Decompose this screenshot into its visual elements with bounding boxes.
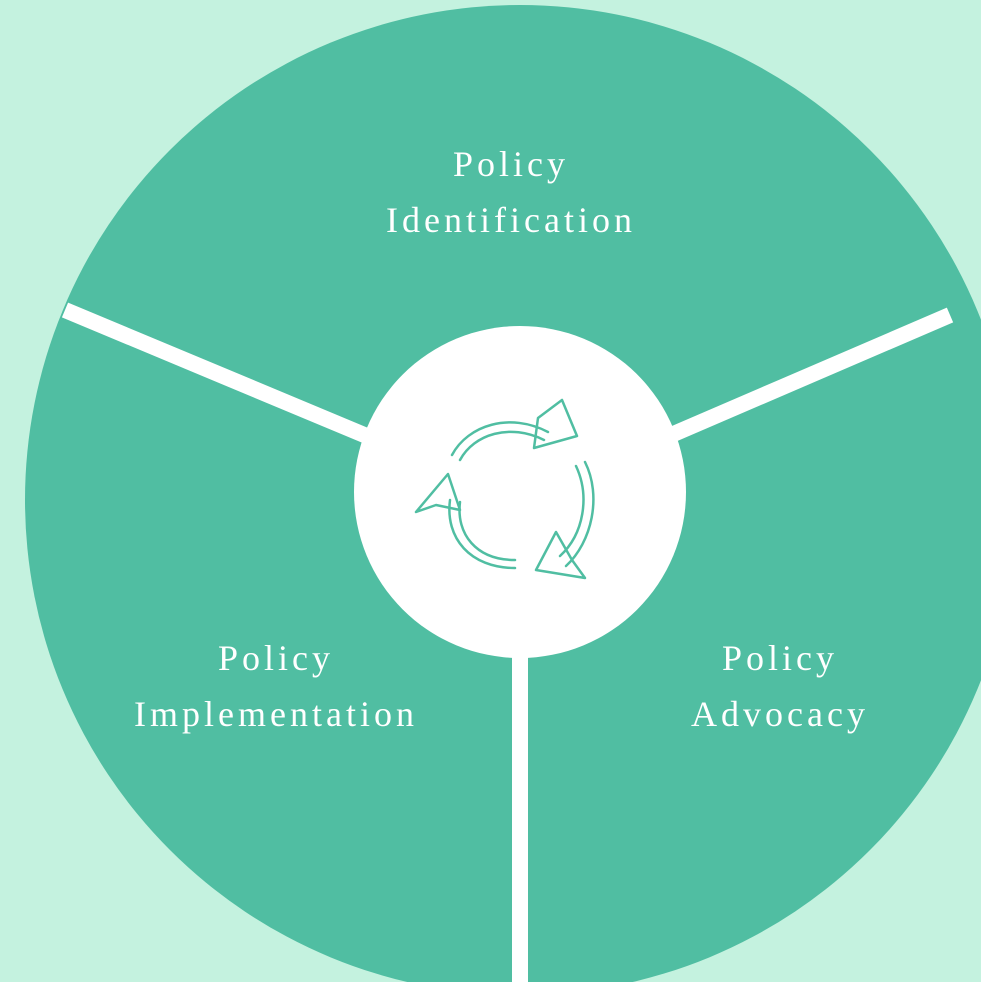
segment-label-line1: Policy: [452, 144, 569, 184]
segment-label-line2: Implementation: [134, 694, 418, 734]
segment-label-identification: Policy Identification: [331, 136, 691, 248]
segment-label-line1: Policy: [217, 638, 334, 678]
segment-label-line2: Identification: [386, 200, 636, 240]
refresh-cycle-icon: [414, 398, 595, 580]
segment-label-line1: Policy: [721, 638, 838, 678]
center-hub: [354, 326, 686, 658]
segment-label-advocacy: Policy Advocacy: [600, 630, 960, 742]
segment-label-implementation: Policy Implementation: [96, 630, 456, 742]
segment-label-line2: Advocacy: [691, 694, 869, 734]
